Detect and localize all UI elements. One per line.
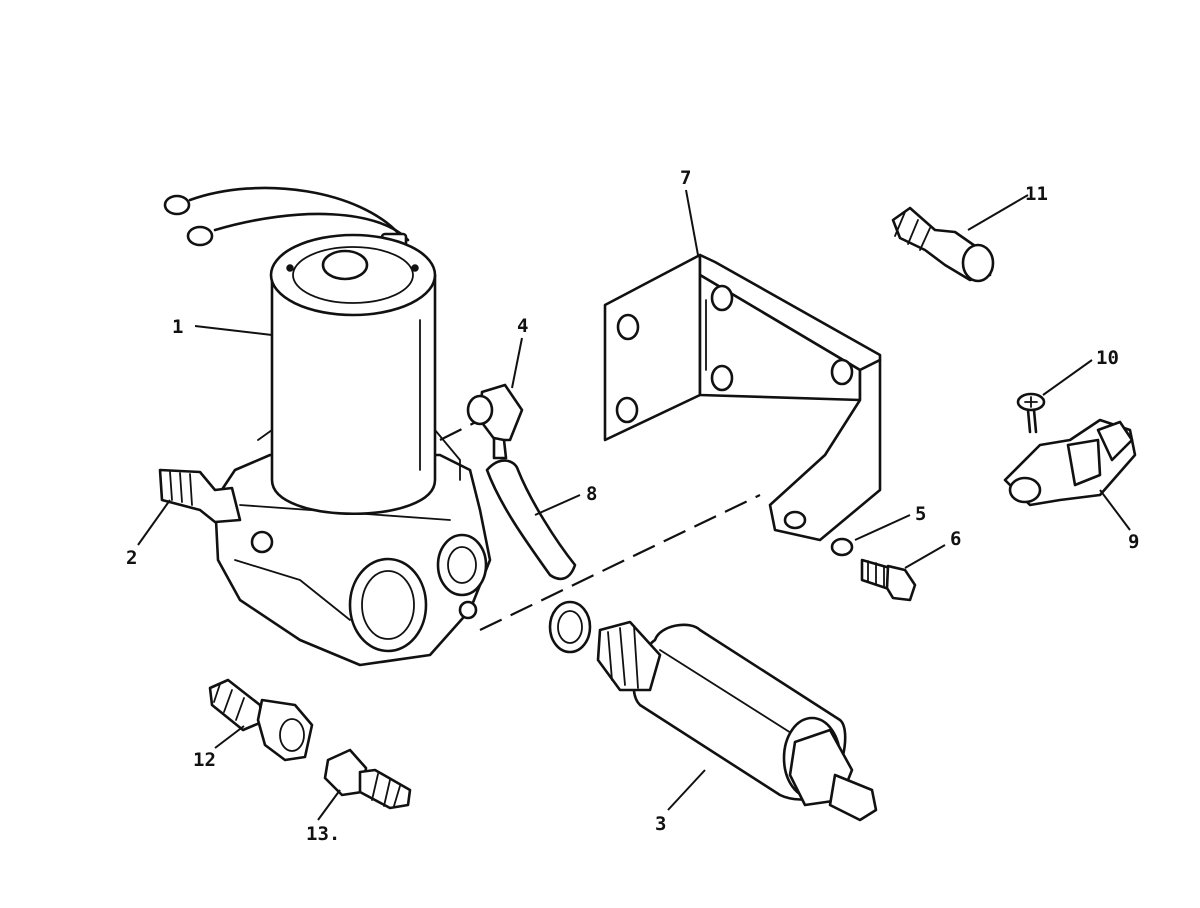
callout-12: 12 [193,749,216,771]
pump-motor-assembly [158,186,492,667]
straight-fitting [323,748,412,810]
motor-wire-1 [188,186,402,237]
callout-2: 2 [126,547,137,569]
callout-13: 13. [306,823,340,845]
hose [485,459,577,581]
mounting-bracket [603,253,882,542]
o-ring [548,600,592,654]
wire-terminal-ring-2 [186,225,214,247]
filter-inlet-fitting [596,620,662,692]
inline-filter [596,620,878,822]
motor-housing [270,273,437,516]
terminal-block [1003,418,1137,507]
fitting-with-swivel-nut [208,678,314,762]
filter-outlet-thread [828,773,878,822]
wire-terminal-ring-1 [163,194,191,216]
callout-5: 5 [915,503,926,525]
pump-side-port [436,533,488,597]
hex-bolt [860,558,917,602]
inlet-fitting [158,468,242,524]
callout-4: 4 [517,315,528,337]
callout-3: 3 [655,813,666,835]
callout-9: 9 [1128,531,1139,553]
leader-lines [137,189,1131,821]
motor-wire-2 [213,212,410,242]
lock-washer [830,537,854,557]
hose-barb-fitting [891,206,995,283]
callout-labels: 1 2 3 4 5 6 7 8 9 10 11 12 13. [126,167,1139,845]
callout-1: 1 [172,316,183,338]
callout-8: 8 [586,483,597,505]
elbow-fitting [466,383,524,460]
callout-10: 10 [1096,347,1119,369]
phillips-screw [1016,392,1046,434]
callout-7: 7 [680,167,691,189]
callout-11: 11 [1025,183,1048,205]
callout-6: 6 [950,528,961,550]
